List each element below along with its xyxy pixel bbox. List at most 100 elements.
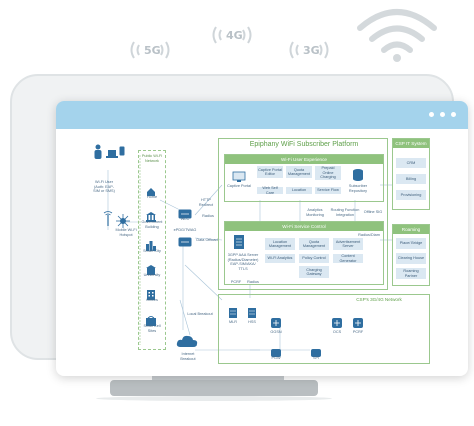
aaa-server-label: 3GPP AAA Server (Radius/Diameter) EAP-SI… <box>227 253 259 271</box>
site-government-building: Government Building <box>141 220 163 229</box>
wifi-user-label: Wi-Fi User (Auth: EAP-SIM or SMS) <box>93 180 115 193</box>
window-dot-1[interactable] <box>429 112 434 117</box>
user-icon <box>93 144 103 160</box>
internet-breakout-label: Internet Breakout <box>180 352 196 361</box>
gateway-icon <box>178 234 192 247</box>
it-cell-billing[interactable]: Billing <box>396 174 426 184</box>
4g-label: 4G <box>226 29 243 42</box>
platform-box <box>218 138 388 290</box>
pgw-label: PGW <box>271 356 281 360</box>
sc-cell-location-management[interactable]: Location Management <box>265 238 295 250</box>
link-data-offload: Data Offload <box>196 238 218 242</box>
ux-cell-web-self-care[interactable]: Web Self Care <box>257 186 283 195</box>
roaming-cell-roaming-partner[interactable]: Roaming Partner <box>396 268 426 279</box>
phone-icon <box>119 143 125 156</box>
ux-cell-prepaid-online-charging[interactable]: Prepaid Online Charging <box>315 166 341 180</box>
window-dot-2[interactable] <box>440 112 445 117</box>
wlc-icon <box>178 206 192 219</box>
hss-label: HSS <box>248 320 256 324</box>
site-university: University <box>143 273 161 277</box>
university-icon <box>146 262 156 275</box>
roaming-header: Roaming <box>393 225 429 234</box>
ux-cell-quota-management[interactable]: Quota Management <box>286 166 312 178</box>
gateway-label: ePDG/TWAG <box>173 228 197 232</box>
it-system-header: CSP IT System <box>393 139 429 148</box>
spi-router-icon <box>310 345 322 357</box>
it-cell-provisioning[interactable]: Provisioning <box>396 190 426 200</box>
diagram-title: Epiphany WiFi Subscriber Platform <box>249 141 359 148</box>
sc-cell-charging-gateway[interactable]: Charging Gateway <box>299 266 329 278</box>
link-analytics: Analytics Monitoring <box>306 208 324 217</box>
database-icon <box>352 168 364 182</box>
link-offline-sig: Offline SIG <box>363 210 383 214</box>
radius-link-label: Radius <box>247 280 259 284</box>
5g-signal-icon <box>128 38 172 64</box>
sc-cell-quota-management[interactable]: Quota Management <box>299 238 329 250</box>
pcrf-router-icon <box>352 316 364 328</box>
site-small-cell: Small Cell Sites <box>143 324 161 333</box>
spi-label: SPI <box>312 356 320 360</box>
link-roaming: Radius/Diam <box>358 233 380 237</box>
home-icon <box>146 184 156 196</box>
4g-signal-icon <box>210 23 254 49</box>
user-experience-box: Wi-Fi User Experience <box>224 154 384 202</box>
pgw-router-icon <box>270 345 282 357</box>
pcrf-link-label: PCRF <box>230 280 242 284</box>
aaa-server-icon <box>233 234 245 250</box>
site-offices: Offices <box>146 298 158 302</box>
ux-cell-service-flow[interactable]: Service Flow <box>315 187 341 194</box>
link-routing: Routing Function Integration <box>330 208 360 217</box>
3g-label: 3G <box>303 44 320 57</box>
ggsn-router-icon <box>270 316 282 328</box>
link-http-redirect: HTTP Redirect <box>198 198 214 207</box>
sc-cell-advertisement-server[interactable]: Advertisement Server <box>333 238 363 250</box>
captive-portal-label: Captive Portal <box>227 184 251 188</box>
mlr-label: MLR <box>228 320 238 324</box>
window-dot-3[interactable] <box>451 112 456 117</box>
subscriber-repository-label: Subscriber Repository <box>348 184 368 193</box>
ggsn-label: GGSN <box>270 330 282 334</box>
small-cell-icon <box>146 313 156 326</box>
core-network-header: CSP's 3G/4G Network <box>356 297 402 302</box>
roaming-cell-clearing-house[interactable]: Clearing House <box>396 253 426 264</box>
laptop-icon <box>106 146 118 158</box>
5g-label: 5G <box>144 44 161 57</box>
ocs-router-icon <box>331 316 343 328</box>
monitor-stand-base <box>110 380 318 396</box>
captive-portal-icon <box>232 170 246 182</box>
cloud-icon <box>176 334 198 348</box>
public-network-box <box>138 150 166 350</box>
mobile-hotspot-label: Mobile Wi-Fi Hotspot <box>115 228 137 237</box>
roaming-box: Roaming <box>392 224 430 286</box>
mlr-server-icon <box>228 306 238 318</box>
sc-cell-wifi-analytics[interactable]: Wi-Fi Analytics <box>265 254 295 263</box>
wlc-label: WLC <box>180 217 190 221</box>
site-home: Home <box>146 195 158 199</box>
ux-cell-location[interactable]: Location <box>286 187 312 194</box>
user-experience-header: Wi-Fi User Experience <box>225 155 383 164</box>
core-network-box: CSP's 3G/4G Network <box>218 294 430 364</box>
roaming-cell-place-bridge[interactable]: Place/ Bridge <box>396 238 426 249</box>
window-titlebar <box>56 101 468 129</box>
service-control-header: Wi-Fi Service Control <box>225 222 383 231</box>
sc-cell-content-generator[interactable]: Content Generator <box>333 254 363 263</box>
site-smart-city: Smart City <box>143 249 161 253</box>
government-building-icon <box>146 209 156 222</box>
offices-icon <box>146 287 156 300</box>
link-radius: Radius <box>202 214 214 218</box>
local-breakout-label: Local Breakout <box>187 312 213 316</box>
it-cell-crm[interactable]: CRM <box>396 158 426 168</box>
hss-server-icon <box>247 306 257 318</box>
smart-city-icon <box>146 238 156 251</box>
3g-signal-icon <box>287 38 331 64</box>
sc-cell-policy-control[interactable]: Policy Control <box>299 254 329 263</box>
pcrf-label: PCRF <box>352 330 364 334</box>
wifi-icon <box>356 6 438 64</box>
ux-cell-captive-portal-editor[interactable]: Captive Portal Editor <box>257 166 283 178</box>
it-system-box: CSP IT System <box>392 138 430 210</box>
service-control-box: Wi-Fi Service Control <box>224 221 384 285</box>
public-network-label: Public Wi-Fi Network <box>141 154 163 163</box>
hotspot-antenna-icon <box>102 211 114 227</box>
ocs-label: OCS <box>332 330 342 334</box>
hub-icon <box>116 214 130 228</box>
